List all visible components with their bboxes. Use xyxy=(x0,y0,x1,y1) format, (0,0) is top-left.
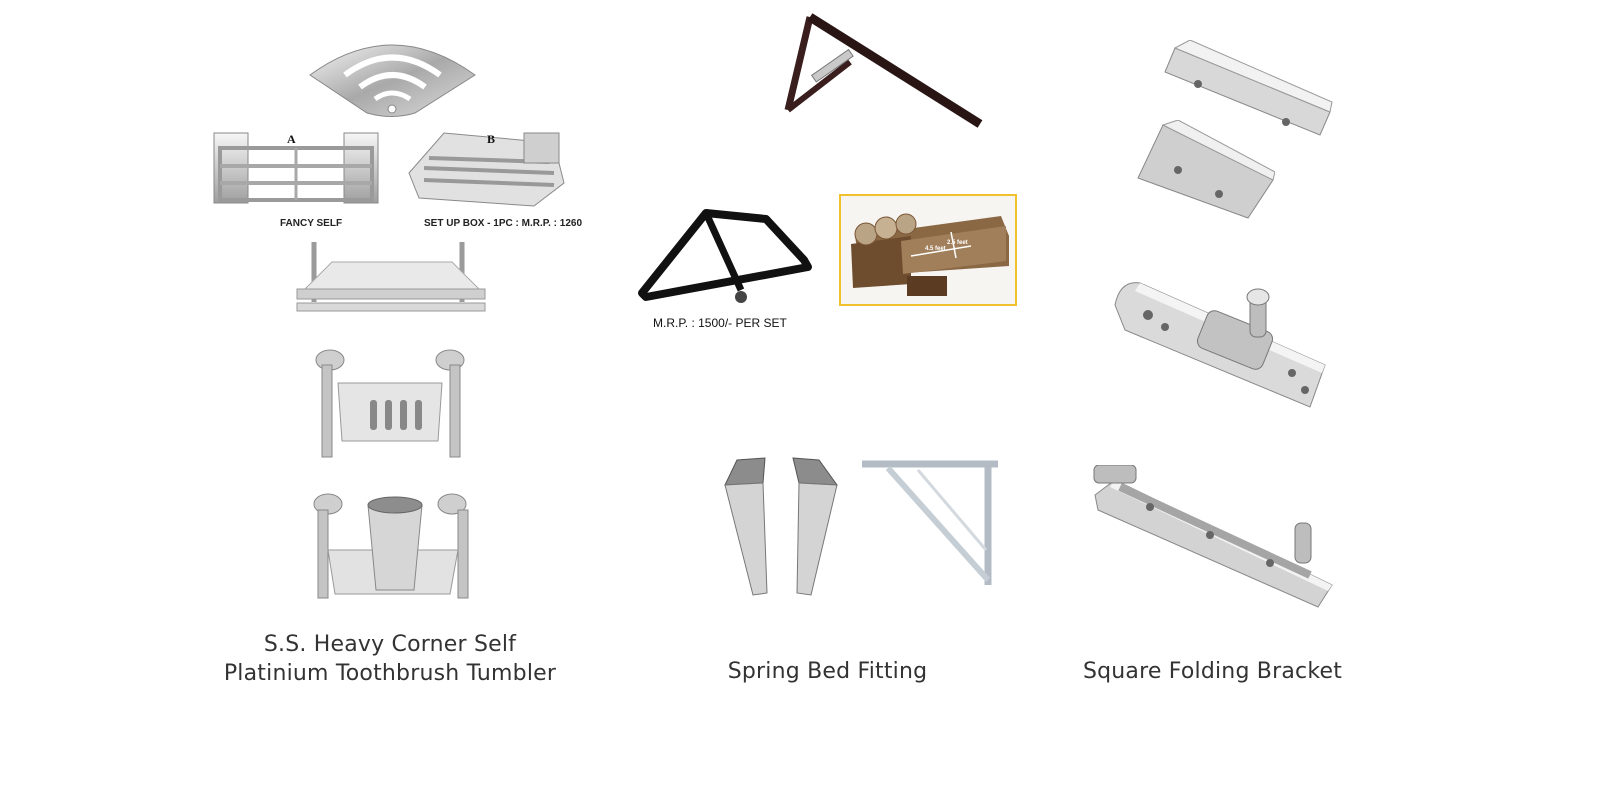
tower-bolt-long-image xyxy=(1093,465,1333,608)
side-bed-fittings-image xyxy=(724,457,839,596)
fancy-shelf-image xyxy=(213,132,379,204)
mrp-label: M.R.P. : 1500/- PER SET xyxy=(653,316,787,330)
toothbrush-tumbler-image xyxy=(313,493,469,599)
sofa-dimension-depth: 2.5 feet xyxy=(947,240,968,246)
black-bed-lift-bracket-image xyxy=(638,209,812,303)
caption-square-folding-bracket: Square Folding Bracket xyxy=(1082,659,1343,684)
caption-corner-self-tumbler: S.S. Heavy Corner Self Platinium Toothbr… xyxy=(220,630,560,688)
hydraulic-bed-bracket-image xyxy=(784,13,983,128)
soap-dish-image xyxy=(315,349,465,458)
sofa-bed-illustration xyxy=(841,196,1015,304)
tower-bolt-small-image xyxy=(1114,282,1326,408)
set-up-box-label: SET UP BOX - 1PC : M.R.P. : 1260 xyxy=(424,218,583,229)
caption-spring-bed-fitting: Spring Bed Fitting xyxy=(727,659,928,684)
sofa-dimension-width: 4.5 feet xyxy=(925,246,946,252)
fancy-self-label: FANCY SELF xyxy=(280,218,343,229)
shelf-b-letter: B xyxy=(487,132,496,146)
glass-shelf-image xyxy=(296,242,486,312)
caption-line-2: Platinium Toothbrush Tumbler xyxy=(223,661,557,686)
caption-line-1: S.S. Heavy Corner Self xyxy=(263,632,517,657)
corner-shelf-image xyxy=(309,44,476,117)
sofa-bed-photo: 4.5 feet 2.5 feet xyxy=(839,194,1017,306)
set-up-box-shelf-image xyxy=(408,132,565,207)
glass-clamp-channel-2-image xyxy=(1137,120,1275,219)
folding-triangle-bracket-image xyxy=(862,460,998,585)
glass-clamp-channel-1-image xyxy=(1164,40,1333,136)
shelf-a-letter: A xyxy=(287,132,296,146)
